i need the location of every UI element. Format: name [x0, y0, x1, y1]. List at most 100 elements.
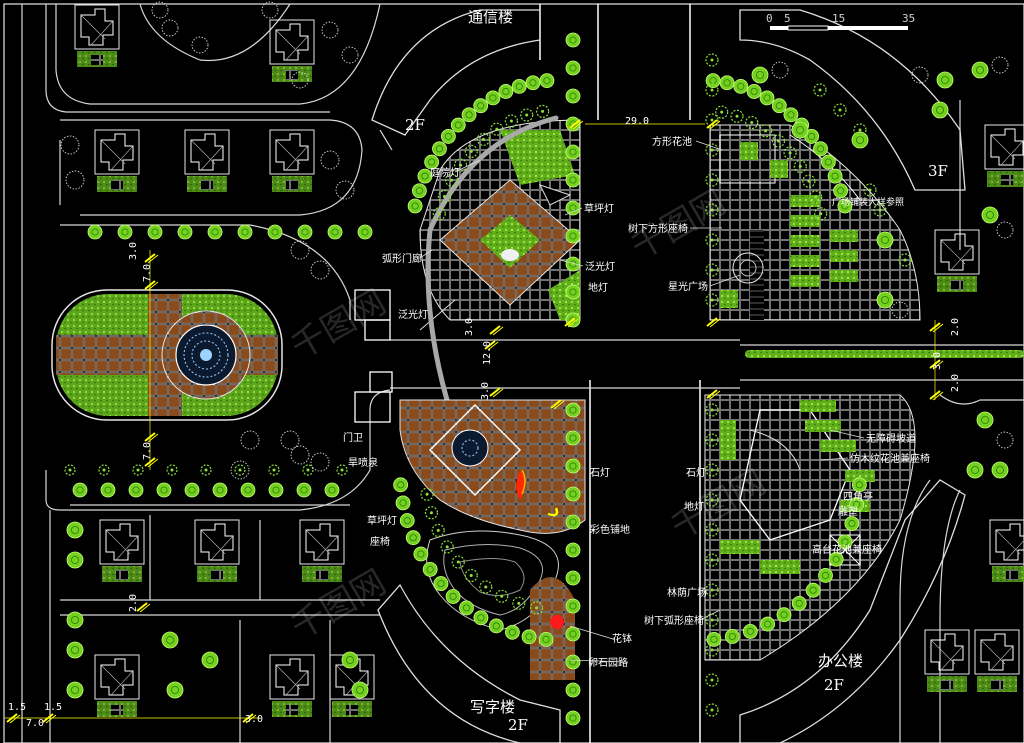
tree-symbol: [996, 431, 1014, 449]
tree-symbol: [759, 124, 773, 138]
building-floors-south: 2F: [508, 716, 528, 734]
dim-1-5a: 1.5: [8, 702, 26, 713]
tree-symbol: [324, 482, 340, 498]
dimension-tick: [489, 325, 501, 335]
villa-building: [269, 129, 315, 192]
tree-symbol: [230, 460, 250, 480]
tree-symbol: [851, 131, 869, 149]
tree-symbol: [771, 61, 789, 79]
tree-symbol: [991, 461, 1009, 479]
tree-symbol: [310, 452, 330, 472]
dim-7a: 7.0: [142, 264, 153, 282]
tree-symbol: [565, 514, 581, 530]
tree-symbol: [520, 108, 534, 122]
villa-building: [99, 519, 145, 582]
tree-symbol: [849, 496, 865, 512]
tree-symbol: [240, 430, 260, 450]
villa-building: [269, 654, 315, 717]
tree-symbol: [156, 482, 172, 498]
label-pavilion: 四角亭: [843, 490, 873, 503]
villa-building: [184, 129, 230, 192]
tree-symbol: [565, 542, 581, 558]
label-raised-bed: 高台花池兼座椅: [812, 543, 882, 556]
tree-symbol: [60, 135, 80, 155]
tree-symbol: [705, 73, 721, 89]
tree-symbol: [805, 582, 821, 598]
tree-symbol: [705, 583, 719, 597]
tree-symbol: [66, 641, 84, 659]
tree-symbol: [431, 523, 445, 537]
tree-symbol: [833, 183, 849, 199]
tree-symbol: [745, 115, 759, 130]
tree-symbol: [705, 143, 719, 157]
tree-symbol: [351, 681, 369, 699]
tree-symbol: [719, 75, 735, 91]
tree-symbol: [565, 228, 581, 244]
tree-symbol: [536, 104, 550, 118]
tree-symbol: [464, 568, 478, 583]
tree-symbol: [876, 291, 894, 309]
label-tiny-note: 广场铺装大样参照: [832, 196, 904, 208]
tree-symbol: [873, 203, 887, 217]
tree-symbol: [437, 189, 452, 204]
tree-symbol: [565, 598, 581, 614]
tree-symbol: [413, 546, 429, 562]
tree-symbol: [565, 172, 581, 188]
tree-symbol: [705, 403, 719, 417]
tree-symbol: [565, 402, 581, 418]
tree-symbol: [565, 32, 581, 48]
tree-symbol: [166, 681, 184, 699]
scale-tick-15: 15: [832, 12, 845, 25]
dimension-tick: [136, 602, 148, 612]
tree-symbol: [64, 464, 76, 476]
tree-symbol: [405, 530, 421, 546]
tree-symbol: [117, 224, 133, 240]
tree-symbol: [837, 534, 853, 550]
tree-symbol: [565, 710, 581, 726]
tree-symbol: [327, 224, 343, 240]
tree-symbol: [851, 477, 867, 493]
label-stone-light-center: 石灯: [590, 467, 610, 479]
drawing-frame: [3, 3, 1024, 743]
villa-building: [94, 129, 140, 192]
tree-symbol: [844, 516, 860, 531]
tree-symbol: [207, 224, 223, 240]
tree-symbol: [488, 618, 504, 634]
dimension-tick: [706, 317, 718, 327]
tree-symbol: [705, 433, 719, 447]
label-tree-bench: 树下方形座椅: [628, 222, 688, 235]
tree-symbol: [87, 224, 103, 240]
tree-symbol: [445, 589, 461, 604]
tree-symbol: [724, 629, 740, 644]
tree-symbol: [512, 596, 526, 610]
tree-symbol: [161, 19, 179, 37]
tree-symbol: [538, 631, 554, 647]
tree-symbol: [476, 132, 491, 146]
tree-symbol: [759, 90, 775, 106]
east-north-plaza: [709, 124, 921, 321]
tree-symbol: [783, 107, 799, 123]
tree-symbol: [705, 643, 719, 657]
label-flood-light-left: 泛光灯: [398, 308, 428, 321]
tree-symbol: [290, 445, 310, 465]
building-floors-southeast: 2F: [824, 676, 844, 694]
tree-symbol: [827, 168, 843, 184]
tree-symbol: [201, 651, 219, 669]
dim-3b: 3.0: [480, 382, 491, 400]
tree-symbol: [936, 71, 954, 89]
tree-symbol: [751, 66, 769, 84]
tree-symbol: [891, 301, 909, 319]
tree-symbol: [450, 117, 466, 133]
road-lines: [21, 3, 1024, 743]
building-name-north: 通信楼: [468, 8, 513, 26]
tree-symbol: [440, 540, 454, 554]
tree-symbol: [267, 224, 283, 240]
tree-symbol: [440, 129, 456, 144]
north-building-arc: [371, 9, 541, 151]
tree-symbol: [771, 134, 786, 148]
label-arc-gate: 弧形门廊: [382, 252, 422, 265]
tree-symbol: [151, 1, 169, 19]
tree-symbol: [320, 150, 340, 170]
tree-symbol: [981, 206, 999, 224]
tree-symbol: [771, 98, 787, 114]
